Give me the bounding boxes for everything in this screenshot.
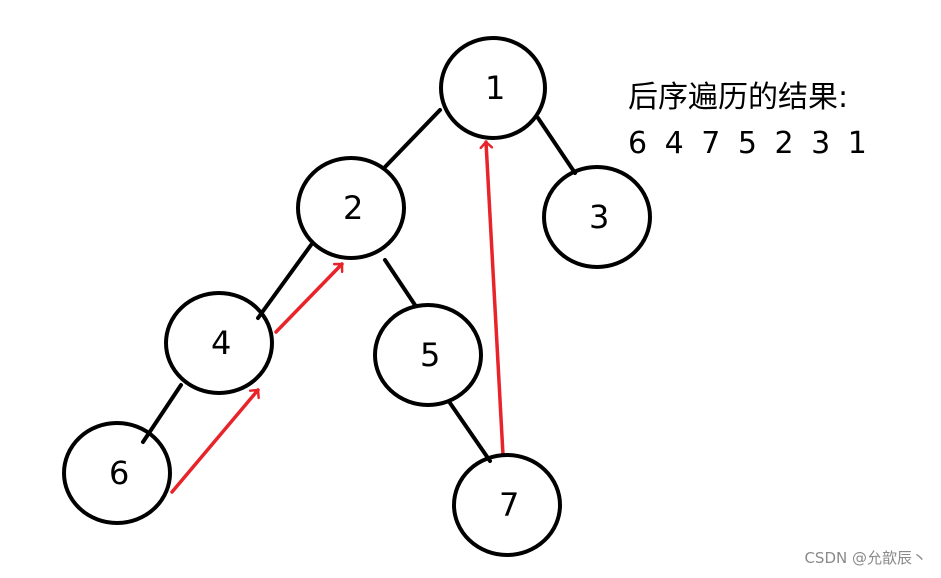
node-circle-1 bbox=[439, 36, 547, 140]
traversal-arrow-7-to-1 bbox=[479, 140, 505, 457]
edge-5-7 bbox=[448, 401, 492, 463]
node-label-1: 1 bbox=[485, 69, 505, 107]
node-circle-7 bbox=[452, 453, 562, 557]
node-label-7: 7 bbox=[499, 486, 519, 524]
watermark: CSDN @允歆辰丶 bbox=[804, 549, 927, 567]
node-label-4: 4 bbox=[211, 324, 231, 362]
tree-node-5: 5 bbox=[373, 303, 483, 407]
result-sequence: 6 4 7 5 2 3 1 bbox=[628, 126, 867, 161]
edge-1-2 bbox=[383, 108, 442, 169]
node-label-5: 5 bbox=[420, 336, 440, 374]
traversal-arrow-6-to-4 bbox=[170, 388, 260, 494]
tree-node-1: 1 bbox=[439, 36, 547, 140]
node-label-2: 2 bbox=[343, 189, 363, 227]
tree-node-3: 3 bbox=[542, 165, 652, 269]
node-circle-4 bbox=[164, 291, 274, 395]
node-circle-5 bbox=[373, 303, 483, 407]
tree-edges bbox=[141, 108, 577, 463]
tree-node-4: 4 bbox=[164, 291, 274, 395]
tree-nodes: 1 2 3 4 5 6 7 bbox=[62, 36, 652, 557]
node-label-3: 3 bbox=[589, 198, 609, 236]
tree-node-2: 2 bbox=[296, 156, 406, 260]
result-title: 后序遍历的结果: bbox=[628, 80, 849, 115]
tree-node-6: 6 bbox=[62, 421, 172, 525]
traversal-arrow-4-to-2 bbox=[274, 262, 344, 334]
edge-2-5 bbox=[383, 258, 417, 307]
edge-1-3 bbox=[536, 116, 577, 175]
node-circle-3 bbox=[542, 165, 652, 269]
node-label-6: 6 bbox=[109, 454, 129, 492]
node-circle-2 bbox=[296, 156, 406, 260]
traversal-arrows bbox=[170, 140, 505, 494]
node-circle-6 bbox=[62, 421, 172, 525]
tree-node-7: 7 bbox=[452, 453, 562, 557]
edge-2-4 bbox=[256, 243, 313, 320]
